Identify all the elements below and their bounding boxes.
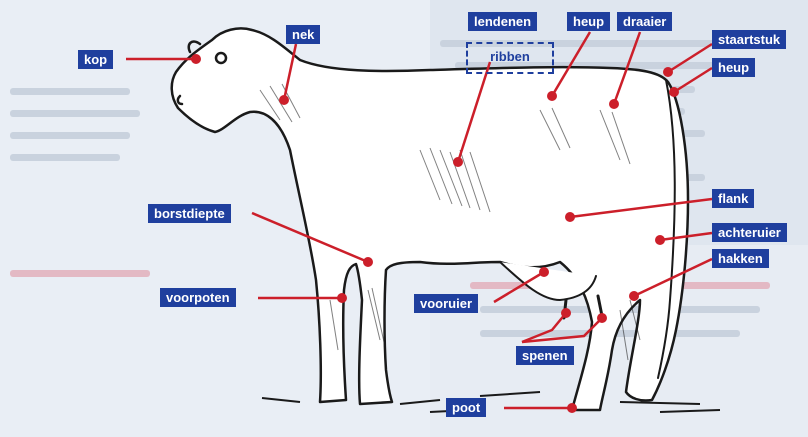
- label-nek: nek: [286, 25, 320, 44]
- label-draaier: draaier: [617, 12, 672, 31]
- label-ribben: ribben: [466, 42, 554, 74]
- cow-drawing: [172, 28, 688, 410]
- label-borstdiepte: borstdiepte: [148, 204, 231, 223]
- eye: [216, 53, 226, 63]
- label-vooruier: vooruier: [414, 294, 478, 313]
- label-achteruier: achteruier: [712, 223, 787, 242]
- label-voorpoten: voorpoten: [160, 288, 236, 307]
- label-poot: poot: [446, 398, 486, 417]
- label-hakken: hakken: [712, 249, 769, 268]
- label-heup-top: heup: [567, 12, 610, 31]
- label-staartstuk: staartstuk: [712, 30, 786, 49]
- cow-body: [172, 28, 688, 410]
- label-kop: kop: [78, 50, 113, 69]
- label-lendenen: lendenen: [468, 12, 537, 31]
- label-spenen: spenen: [516, 346, 574, 365]
- label-heup-right: heup: [712, 58, 755, 77]
- label-flank: flank: [712, 189, 754, 208]
